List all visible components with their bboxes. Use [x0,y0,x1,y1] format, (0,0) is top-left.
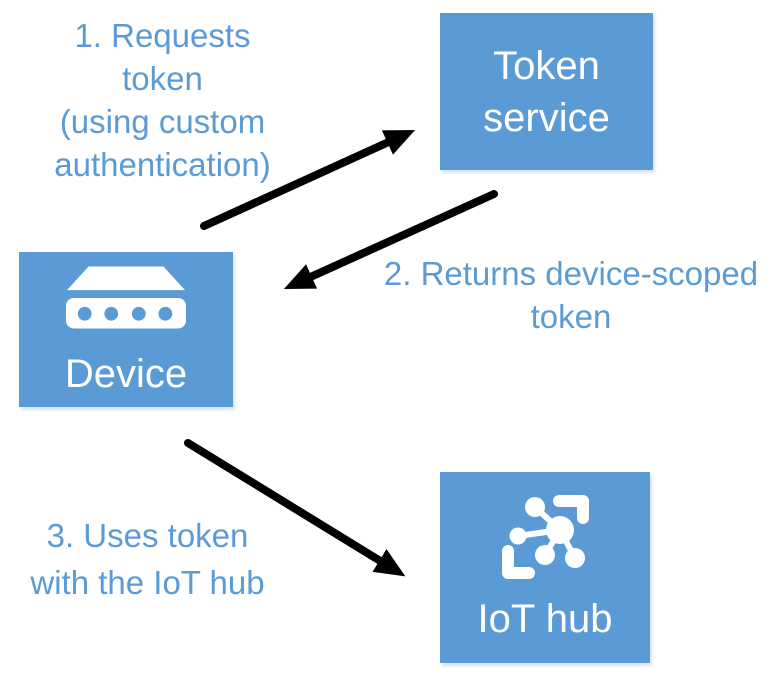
annotation-step2-returns-token: 2. Returns device-scoped token [383,255,759,335]
annotation-step3-uses-token: 3. Uses token with the IoT hub [30,517,265,601]
token-service-label: Token service [483,43,610,140]
device-node: Device [19,252,233,407]
iot-hub-icon [502,494,589,579]
annotation-step1-requests-token: 1. Requests token (using custom authenti… [54,17,271,183]
device-icon [65,266,187,328]
device-label: Device [64,351,188,396]
iot-hub-label: IoT hub [477,596,613,641]
token-service-node: Token service [440,13,653,170]
iot-hub-node: IoT hub [440,472,650,663]
